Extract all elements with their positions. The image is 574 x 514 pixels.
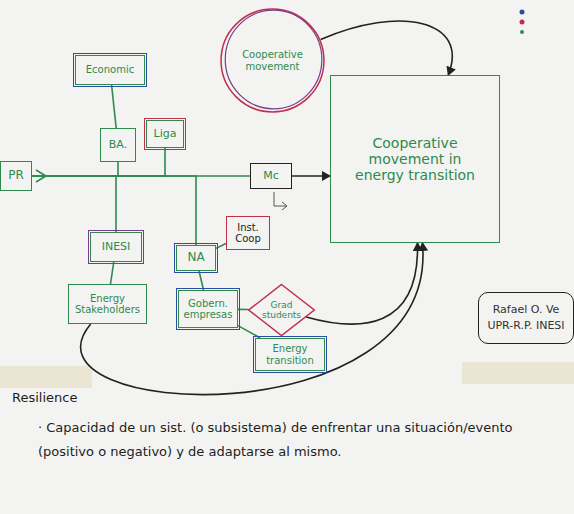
connector — [110, 262, 113, 284]
process-box: Gobern. empresas — [178, 290, 238, 328]
tape-strip — [462, 362, 574, 384]
connector — [32, 176, 116, 232]
node-text: Mc — [255, 170, 287, 183]
connector — [321, 21, 453, 75]
process-box: BA. — [100, 128, 136, 162]
source-box: PR — [0, 161, 32, 191]
decision-diamond: Grad students — [248, 284, 315, 336]
node-text: Cooperative movement — [236, 49, 309, 72]
process-box: INESI — [90, 232, 142, 262]
connector — [306, 243, 417, 324]
legend-dot — [520, 20, 525, 25]
tape-strip — [0, 366, 92, 388]
author-box: Rafael O. Ve UPR-R.P. INESI — [478, 292, 574, 344]
node-text: Cooperative movement in energy transitio… — [351, 135, 479, 183]
small-arrow-mark — [274, 192, 287, 210]
node-text: Economic — [80, 64, 140, 76]
legend-dot — [520, 10, 525, 15]
connector — [81, 243, 423, 395]
node-text: Liga — [151, 128, 179, 141]
connector — [112, 85, 117, 128]
connector — [32, 162, 118, 176]
connector — [216, 244, 226, 249]
process-box: Inst. Coop — [226, 216, 270, 250]
node-text: PR — [5, 169, 27, 183]
node-text: Energy Stakeholders — [73, 293, 142, 316]
process-box: Energy Stakeholders — [68, 284, 147, 324]
legend-dot — [520, 30, 524, 34]
process-box: NA — [176, 245, 216, 271]
connector — [238, 326, 260, 338]
connector — [199, 271, 203, 290]
topic-circle: Cooperative movement — [220, 8, 325, 113]
node-text: Inst. Coop — [231, 222, 265, 245]
node-text: Gobern. empresas — [183, 298, 233, 321]
process-box: Economic — [75, 55, 145, 85]
connector — [292, 175, 330, 177]
process-box: Energy transition — [255, 338, 325, 371]
connector — [32, 148, 165, 176]
hub-box: Mc — [250, 163, 292, 189]
definition-note: · Capacidad de un sist. (o subsistema) d… — [38, 416, 558, 464]
connector — [32, 176, 196, 245]
node-text: BA. — [105, 139, 131, 152]
node-text: INESI — [95, 241, 137, 254]
target-box: Cooperative movement in energy transitio… — [330, 75, 500, 243]
connector — [238, 309, 249, 311]
node-text: Rafael O. Ve — [483, 304, 569, 317]
heading-note: Resilience — [12, 390, 212, 405]
node-text: UPR-R.P. INESI — [483, 320, 569, 333]
node-text: Grad students — [260, 300, 303, 321]
node-text: NA — [181, 251, 211, 265]
node-text: Energy transition — [260, 343, 320, 366]
process-box: Liga — [146, 120, 184, 148]
